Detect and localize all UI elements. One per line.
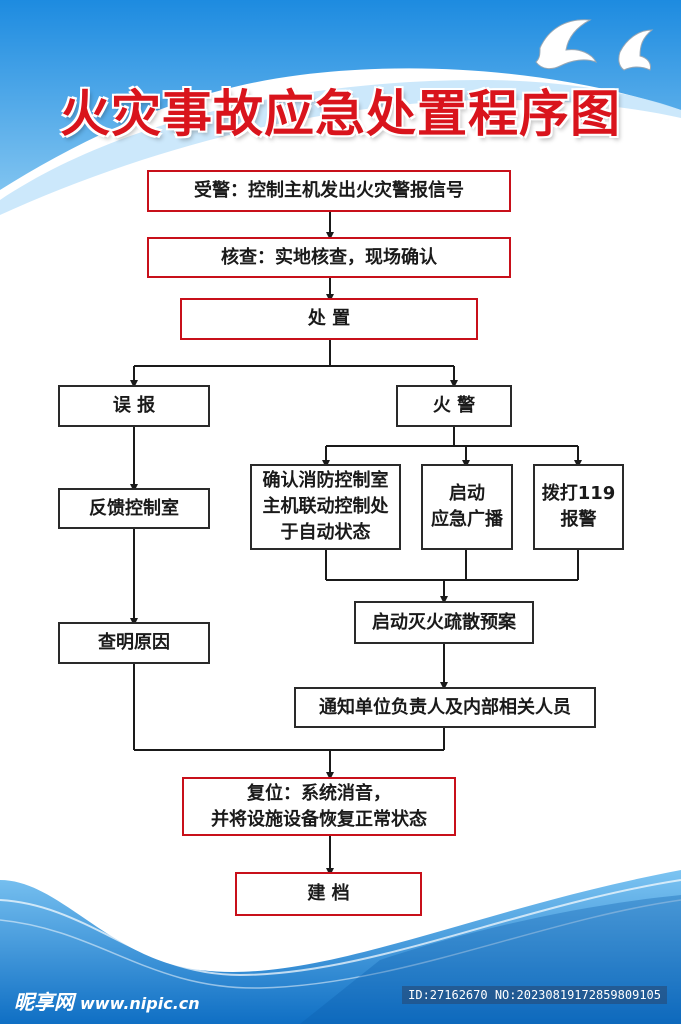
watermark-url: www.nipic.cn <box>80 994 200 1013</box>
page-title: 火灾事故应急处置程序图 <box>60 85 621 143</box>
reset-box: 复位：系统消音， 并将设施设备恢复正常状态 <box>182 777 456 836</box>
archive-label: 建 档 <box>307 883 350 904</box>
false-alarm-box: 误 报 <box>58 385 210 427</box>
verify-box: 核查：实地核查，现场确认 <box>147 237 511 278</box>
watermark-site: 昵享网 www.nipic.cn <box>14 986 200 1015</box>
reset-line-1: 复位：系统消音， <box>247 782 391 804</box>
feedback-label: 反馈控制室 <box>89 497 179 519</box>
find-cause-label: 查明原因 <box>98 632 170 653</box>
dispose-box: 处 置 <box>180 298 478 340</box>
call-119-line-1: 拨打119 <box>541 483 616 504</box>
confirm-control-room-box: 确认消防控制室 主机联动控制处 于自动状态 <box>250 464 401 550</box>
receive-alarm-box: 受警：控制主机发出火灾警报信号 <box>147 170 511 212</box>
watermark-site-name: 昵享网 <box>14 990 74 1014</box>
notify-personnel-box: 通知单位负责人及内部相关人员 <box>294 687 596 728</box>
watermark-id: ID:27162670 NO:20230819172859809105 <box>402 986 667 1004</box>
notify-personnel-label: 通知单位负责人及内部相关人员 <box>319 696 571 718</box>
confirm-control-line-1: 确认消防控制室 <box>262 470 389 491</box>
evacuation-plan-box: 启动灭火疏散预案 <box>354 601 534 644</box>
confirm-control-line-3: 于自动状态 <box>280 522 371 543</box>
call-119-box: 拨打119 报警 <box>533 464 624 550</box>
archive-box: 建 档 <box>235 872 422 916</box>
receive-alarm-label: 受警：控制主机发出火灾警报信号 <box>194 180 464 201</box>
call-119-line-2: 报警 <box>560 509 597 530</box>
verify-label: 核查：实地核查，现场确认 <box>221 246 437 268</box>
confirm-control-line-2: 主机联动控制处 <box>262 496 389 517</box>
false-alarm-label: 误 报 <box>112 395 156 416</box>
dispose-label: 处 置 <box>307 308 351 329</box>
feedback-box: 反馈控制室 <box>58 488 210 529</box>
fire-alarm-label: 火 警 <box>432 395 476 416</box>
find-cause-box: 查明原因 <box>58 622 210 664</box>
fire-alarm-box: 火 警 <box>396 385 512 427</box>
dove-icon <box>535 19 654 71</box>
start-broadcast-box: 启动 应急广播 <box>421 464 513 550</box>
evacuation-plan-label: 启动灭火疏散预案 <box>372 611 516 633</box>
reset-line-2: 并将设施设备恢复正常状态 <box>211 808 427 830</box>
start-broadcast-line-1: 启动 <box>449 483 485 504</box>
start-broadcast-line-2: 应急广播 <box>431 509 503 530</box>
